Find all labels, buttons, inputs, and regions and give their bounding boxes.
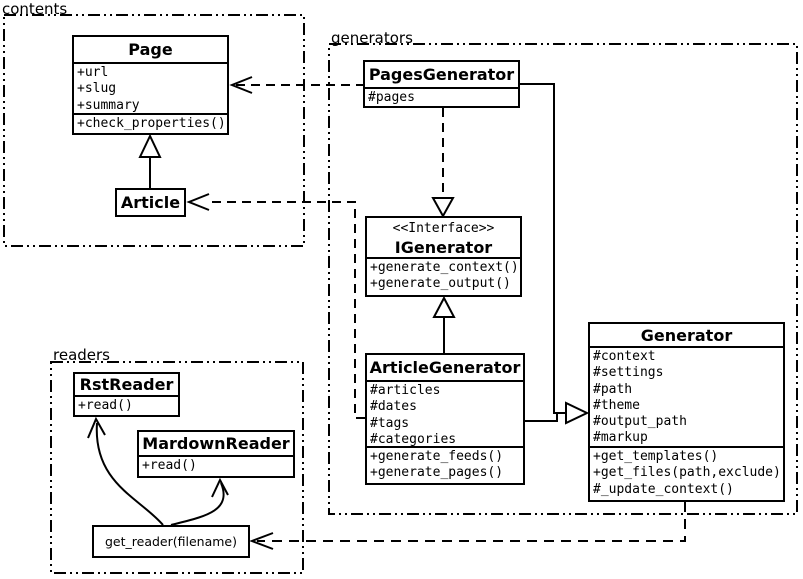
method: +generate_pages() xyxy=(370,465,504,481)
attribute: +slug xyxy=(77,81,117,97)
edge-pagesgenerator-realizes-igenerator xyxy=(431,108,455,219)
attribute: #path xyxy=(593,381,633,397)
method: +generate_feeds() xyxy=(370,449,504,464)
attribute: #articles xyxy=(370,383,441,398)
class-igenerator: <<Interface>> IGenerator +generate_conte… xyxy=(365,216,522,297)
class-article: Article xyxy=(115,188,186,217)
package-label-generators: generators xyxy=(331,29,413,47)
edge-getreader-to-rstreader xyxy=(87,416,164,526)
edge-articlegenerator-depends-article xyxy=(186,193,365,419)
class-page: Page +url +slug +summary +check_properti… xyxy=(72,35,229,135)
class-page-attributes: +url +slug +summary xyxy=(74,62,227,113)
class-articlegenerator: ArticleGenerator #articles #dates #tags … xyxy=(365,353,525,485)
method: +generate_output() xyxy=(370,276,511,292)
edge-getreader-to-markdownreader xyxy=(170,477,229,526)
package-label-contents: contents xyxy=(2,0,68,18)
method: +get_files(path,exclude) xyxy=(593,465,781,481)
attribute: #context xyxy=(593,349,656,364)
class-markdownreader: MardownReader +read() xyxy=(137,430,295,478)
edge-pagesgenerator-depends-page xyxy=(229,76,363,94)
class-articlegenerator-methods: +generate_feeds() +generate_pages() xyxy=(367,446,523,483)
attribute: +summary xyxy=(77,97,140,113)
method: #_update_context() xyxy=(593,481,734,497)
attribute: #dates xyxy=(370,399,417,415)
class-articlegenerator-attributes: #articles #dates #tags #categories xyxy=(367,380,523,446)
class-igenerator-methods: +generate_context() +generate_output() xyxy=(367,257,520,295)
class-rstreader: RstReader +read() xyxy=(73,372,180,417)
package-border-contents xyxy=(3,14,305,247)
function-get-reader: get_reader(filename) xyxy=(92,525,250,558)
class-markdownreader-methods: +read() xyxy=(139,455,293,476)
method: +read() xyxy=(142,458,197,473)
attribute: +url xyxy=(77,65,109,80)
class-markdownreader-title: MardownReader xyxy=(142,434,290,453)
class-igenerator-title: IGenerator xyxy=(394,237,493,257)
package-border-readers xyxy=(50,361,304,574)
attribute: #markup xyxy=(593,430,648,446)
class-generator-attributes: #context #settings #path #theme #output_… xyxy=(590,346,783,446)
edge-generator-depends-getreader xyxy=(249,502,686,550)
edge-article-generalizes-page xyxy=(138,133,162,188)
class-pagesgenerator-attributes: #pages xyxy=(365,87,518,106)
package-label-readers: readers xyxy=(53,346,110,364)
method: +read() xyxy=(78,398,133,413)
class-generator-methods: +get_templates() +get_files(path,exclude… xyxy=(590,446,783,500)
package-border-generators xyxy=(328,43,798,515)
class-pagesgenerator: PagesGenerator #pages xyxy=(363,60,520,108)
class-generator: Generator #context #settings #path #them… xyxy=(588,322,785,502)
class-rstreader-methods: +read() xyxy=(75,395,178,415)
class-article-title: Article xyxy=(120,193,181,212)
method: +check_properties() xyxy=(77,116,226,131)
class-page-title: Page xyxy=(128,40,173,59)
attribute: #tags xyxy=(370,415,410,431)
class-generator-title: Generator xyxy=(640,325,733,345)
attribute: #pages xyxy=(368,90,415,105)
attribute: #output_path xyxy=(593,414,687,430)
class-igenerator-stereotype: <<Interface>> xyxy=(392,221,495,236)
class-igenerator-header: <<Interface>> IGenerator xyxy=(367,218,520,257)
edge-generators-generalize-generator xyxy=(520,83,590,425)
attribute: #settings xyxy=(593,365,664,381)
class-pagesgenerator-title: PagesGenerator xyxy=(368,65,515,84)
attribute: #categories xyxy=(370,431,457,446)
edge-articlegenerator-generalizes-igenerator xyxy=(432,295,456,353)
class-rstreader-title: RstReader xyxy=(79,375,174,394)
attribute: #theme xyxy=(593,397,640,413)
class-articlegenerator-title: ArticleGenerator xyxy=(369,358,521,377)
class-page-methods: +check_properties() xyxy=(74,113,227,133)
method: +generate_context() xyxy=(370,260,519,275)
method: +get_templates() xyxy=(593,449,719,464)
